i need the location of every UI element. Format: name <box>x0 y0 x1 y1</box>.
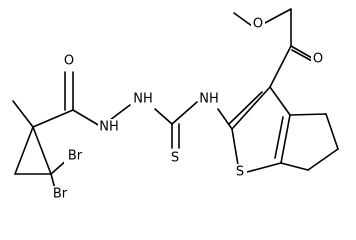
atom-label: O <box>64 54 74 69</box>
atom-bromine-lower: Br <box>49 186 71 202</box>
bond <box>72 109 101 127</box>
bond <box>262 8 292 25</box>
atom-ester-carbonyl-oxygen: O <box>311 51 325 67</box>
atom-label: Br <box>53 187 68 202</box>
atom-label: S <box>171 151 179 166</box>
atom-bromine-upper: Br <box>64 148 86 164</box>
atom-label: NH <box>99 120 119 135</box>
atom-ester-ether-oxygen: O <box>251 16 265 32</box>
bond <box>280 114 291 164</box>
atom-label: O <box>313 52 323 67</box>
bond <box>269 86 291 116</box>
atom-label: O <box>253 17 263 32</box>
atom-thiophene-sulfur: S <box>233 164 247 180</box>
bond <box>280 162 309 171</box>
atom-nh-hydrazide-right: NH <box>132 91 154 107</box>
atom-nh-hydrazide-left: NH <box>98 119 120 135</box>
bond <box>291 49 313 62</box>
bond <box>274 116 284 159</box>
bond <box>171 101 198 125</box>
atom-nh-thiophene: NH <box>198 91 220 107</box>
bond <box>12 100 34 128</box>
bond <box>154 108 173 125</box>
atom-label: Br <box>68 149 83 164</box>
bond <box>325 113 339 150</box>
bond <box>290 45 313 59</box>
bond <box>14 126 34 175</box>
bonds <box>12 8 339 190</box>
atom-label: S <box>236 165 244 180</box>
bond <box>32 126 52 175</box>
bond <box>231 86 271 130</box>
bond <box>269 45 292 88</box>
bond <box>233 12 253 27</box>
atom-label: NH <box>199 92 219 107</box>
bond <box>32 109 74 128</box>
bond <box>228 91 263 125</box>
bond <box>289 113 327 116</box>
bond <box>217 108 233 130</box>
molecule-diagram: O O O NH NH NH S S <box>12 8 339 202</box>
bond <box>109 104 131 121</box>
bond <box>246 162 282 173</box>
atom-labels: O O O NH NH NH S S <box>49 16 325 202</box>
atom-amide-oxygen: O <box>62 53 76 69</box>
bond <box>307 148 339 171</box>
atom-thioxo-sulfur: S <box>168 150 182 166</box>
atom-label: NH <box>133 92 153 107</box>
bond <box>231 128 239 166</box>
